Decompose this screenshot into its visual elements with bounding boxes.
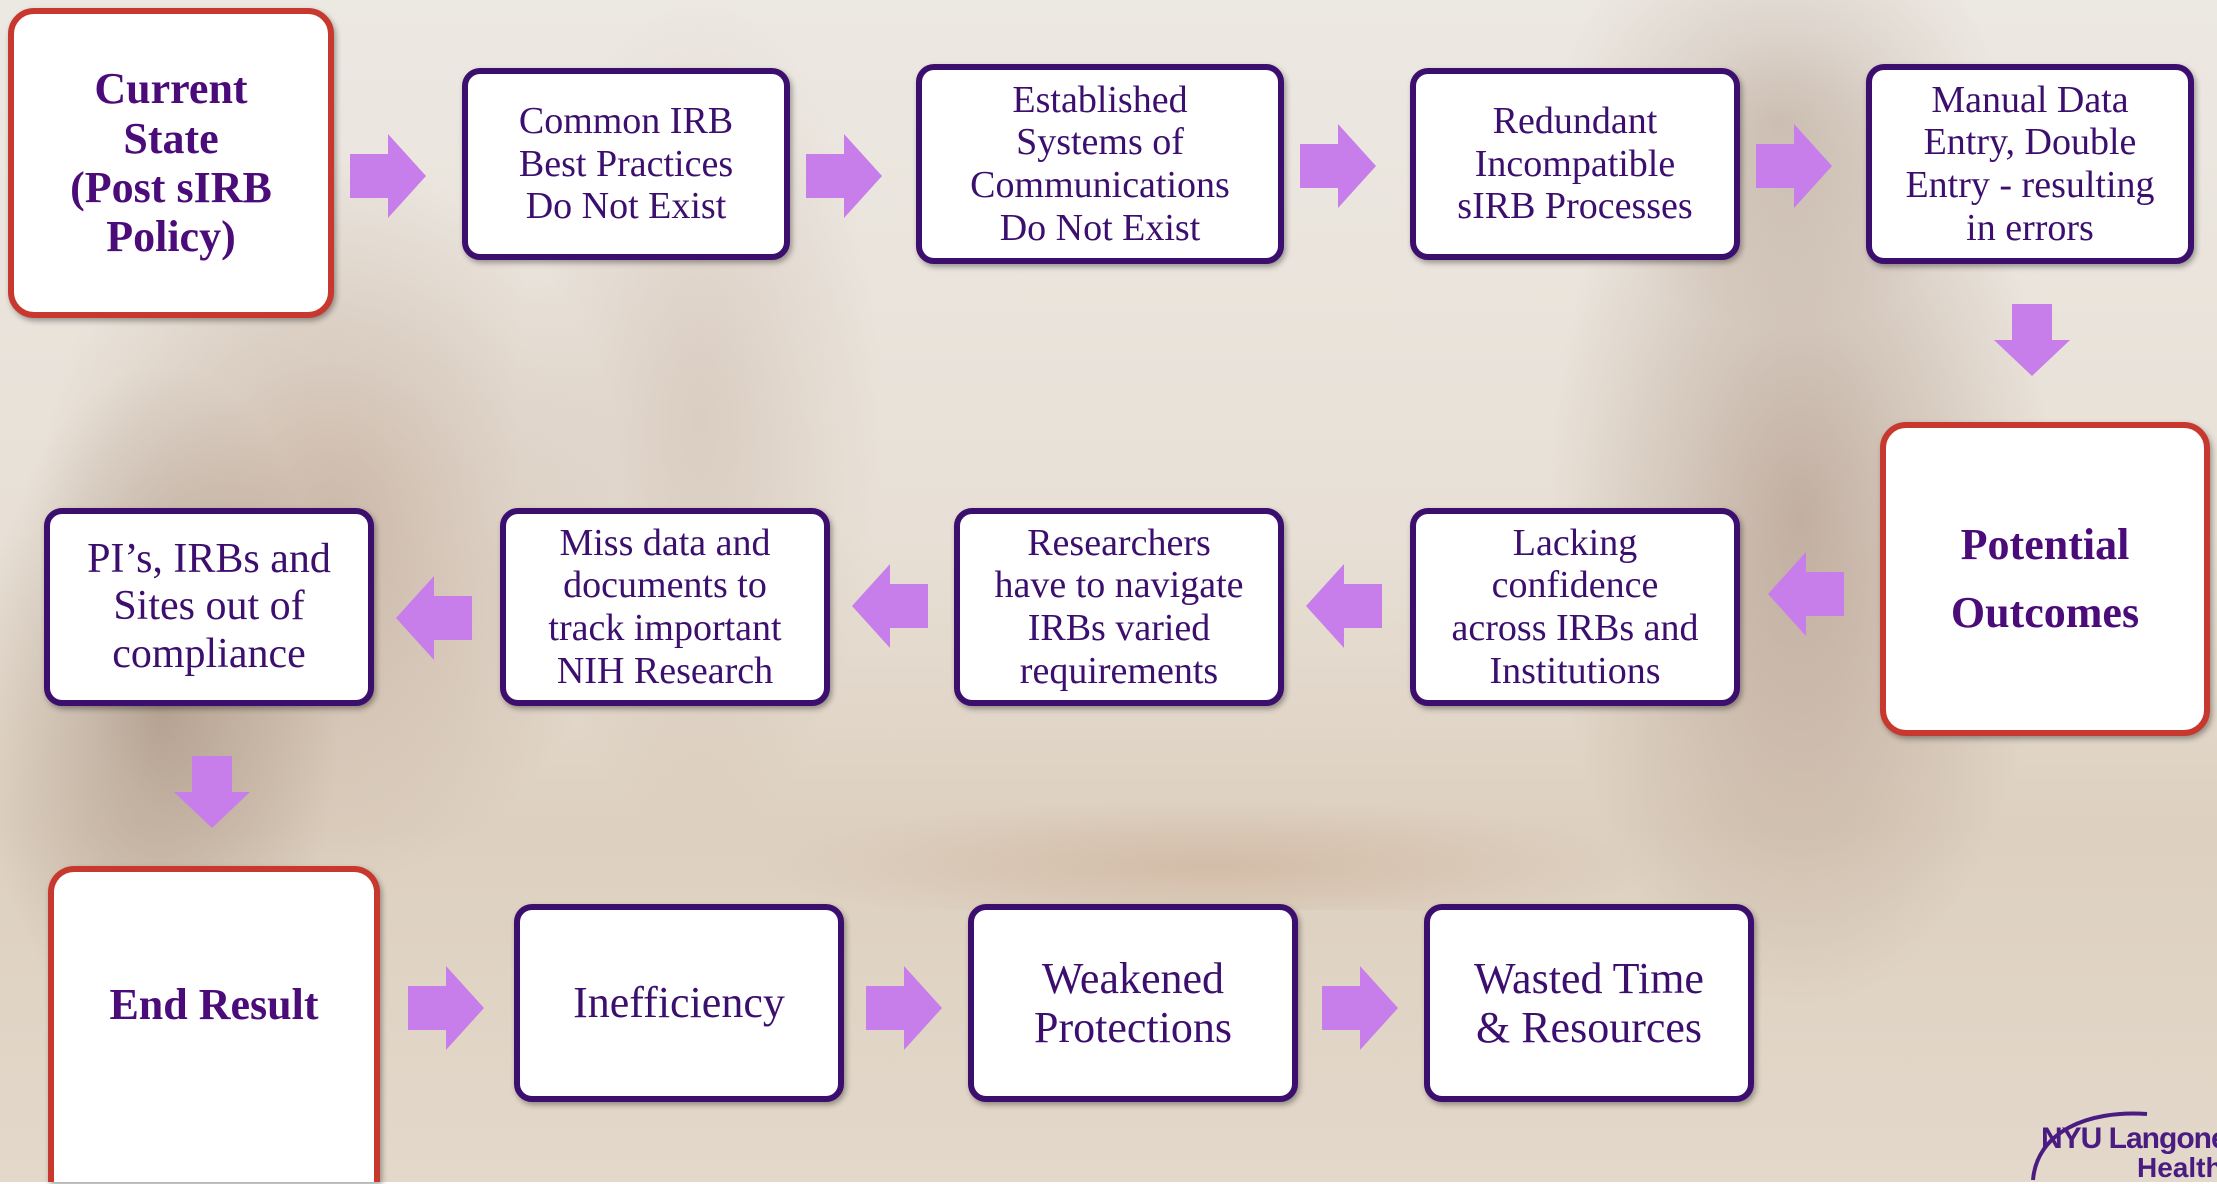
arrow-left-icon [1768, 552, 1844, 636]
arrow-right-icon [866, 966, 942, 1050]
arrow-right-icon [1300, 124, 1376, 208]
arrow-shape [852, 564, 928, 648]
arrow-shape [1300, 124, 1376, 208]
arrow-right-icon [408, 966, 484, 1050]
arrow-shape [350, 134, 426, 218]
arrow-left-icon [1306, 564, 1382, 648]
logo-arc-icon [2031, 1111, 2148, 1181]
arrow-right-icon [1756, 124, 1832, 208]
arrow-shape [806, 134, 882, 218]
potential-outcomes-box: Potential Outcomes [1880, 422, 2210, 736]
background-mesa [760, 800, 1660, 910]
arrow-left-icon [852, 564, 928, 648]
arrow-shape [1994, 304, 2070, 376]
arrow-right-icon [350, 134, 426, 218]
weakened-protections-box: Weakened Protections [968, 904, 1298, 1102]
inefficiency-box: Inefficiency [514, 904, 844, 1102]
lacking-confidence-box: Lacking confidence across IRBs and Insti… [1410, 508, 1740, 706]
common-irb-box: Common IRB Best Practices Do Not Exist [462, 68, 790, 260]
arrow-shape [396, 576, 472, 660]
wasted-time-box: Wasted Time & Resources [1424, 904, 1754, 1102]
arrow-down-icon [174, 756, 250, 828]
arrow-shape [1768, 552, 1844, 636]
miss-data-box: Miss data and documents to track importa… [500, 508, 830, 706]
logo-line1: NYU Langone [2041, 1122, 2217, 1155]
current-state-box: Current State (Post sIRB Policy) [8, 8, 334, 318]
researchers-box: Researchers have to navigate IRBs varied… [954, 508, 1284, 706]
arrow-down-icon [1994, 304, 2070, 376]
arrow-shape [408, 966, 484, 1050]
end-result-box: End Result [48, 866, 380, 1182]
manual-data-box: Manual Data Entry, Double Entry - result… [1866, 64, 2194, 264]
logo: NYU Langone Health [2027, 1100, 2217, 1183]
established-systems-box: Established Systems of Communications Do… [916, 64, 1284, 264]
logo-arc [2031, 1111, 2148, 1181]
out-of-compliance-box: PI’s, IRBs and Sites out of compliance [44, 508, 374, 706]
arrow-shape [174, 756, 250, 828]
arrow-right-icon [806, 134, 882, 218]
arrow-shape [866, 966, 942, 1050]
arrow-right-icon [1322, 966, 1398, 1050]
arrow-left-icon [396, 576, 472, 660]
logo-line2: Health [2137, 1152, 2217, 1183]
redundant-box: Redundant Incompatible sIRB Processes [1410, 68, 1740, 260]
arrow-shape [1322, 966, 1398, 1050]
arrow-shape [1756, 124, 1832, 208]
arrow-shape [1306, 564, 1382, 648]
